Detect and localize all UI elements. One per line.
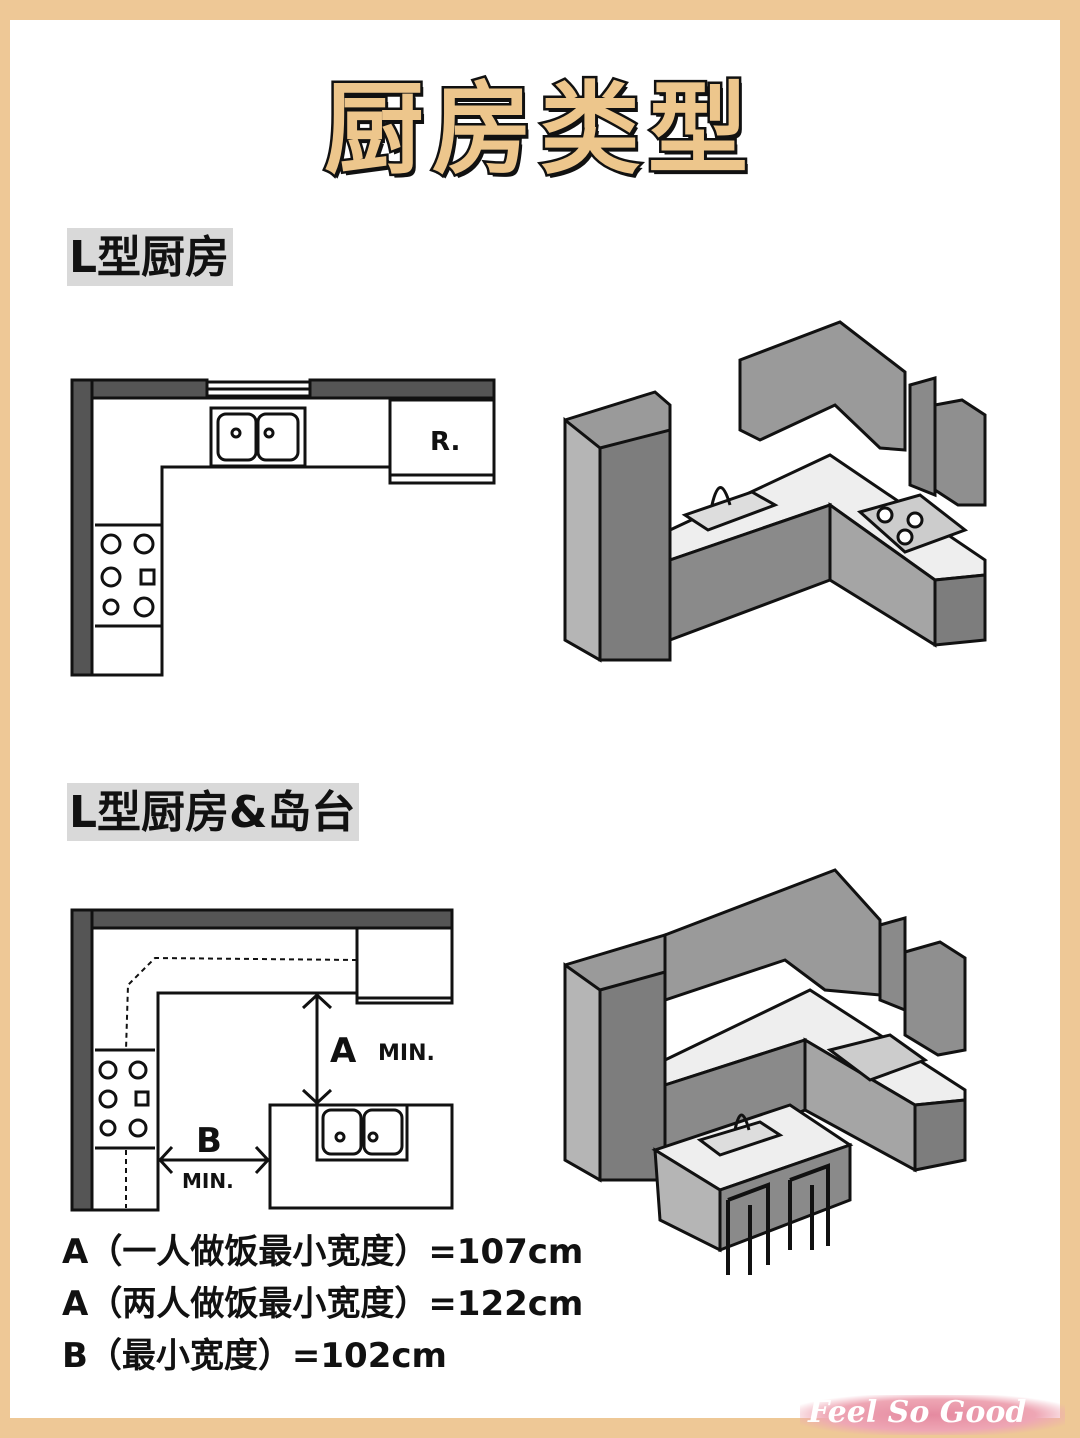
page-title: 厨房类型 [322,69,756,191]
note-a-one-person: A（一人做饭最小宽度）=107cm [62,1232,584,1272]
l-kitchen-isometric [563,320,987,663]
note-b-min: B（最小宽度）=102cm [62,1336,447,1376]
note-a-two-people: A（两人做饭最小宽度）=122cm [62,1284,584,1324]
section-heading-l-kitchen-island: L型厨房&岛台 [67,783,360,841]
fridge [355,926,454,1005]
l-kitchen-island-isometric [563,868,967,1275]
l-kitchen-island-floor-plan [70,908,454,1212]
watermark: Feel So Good [800,1395,1065,1435]
watermark-text: Feel So Good [808,1395,1027,1430]
b-min-label: MIN. [182,1169,234,1193]
l-kitchen-floor-plan [70,378,496,677]
fridge-label: R. [430,427,460,457]
a-min-label: MIN. [378,1041,435,1066]
a-label: A [330,1031,357,1071]
fridge [388,398,496,485]
section-heading-l-kitchen: L型厨房 [67,228,234,286]
b-label: B [196,1121,222,1161]
